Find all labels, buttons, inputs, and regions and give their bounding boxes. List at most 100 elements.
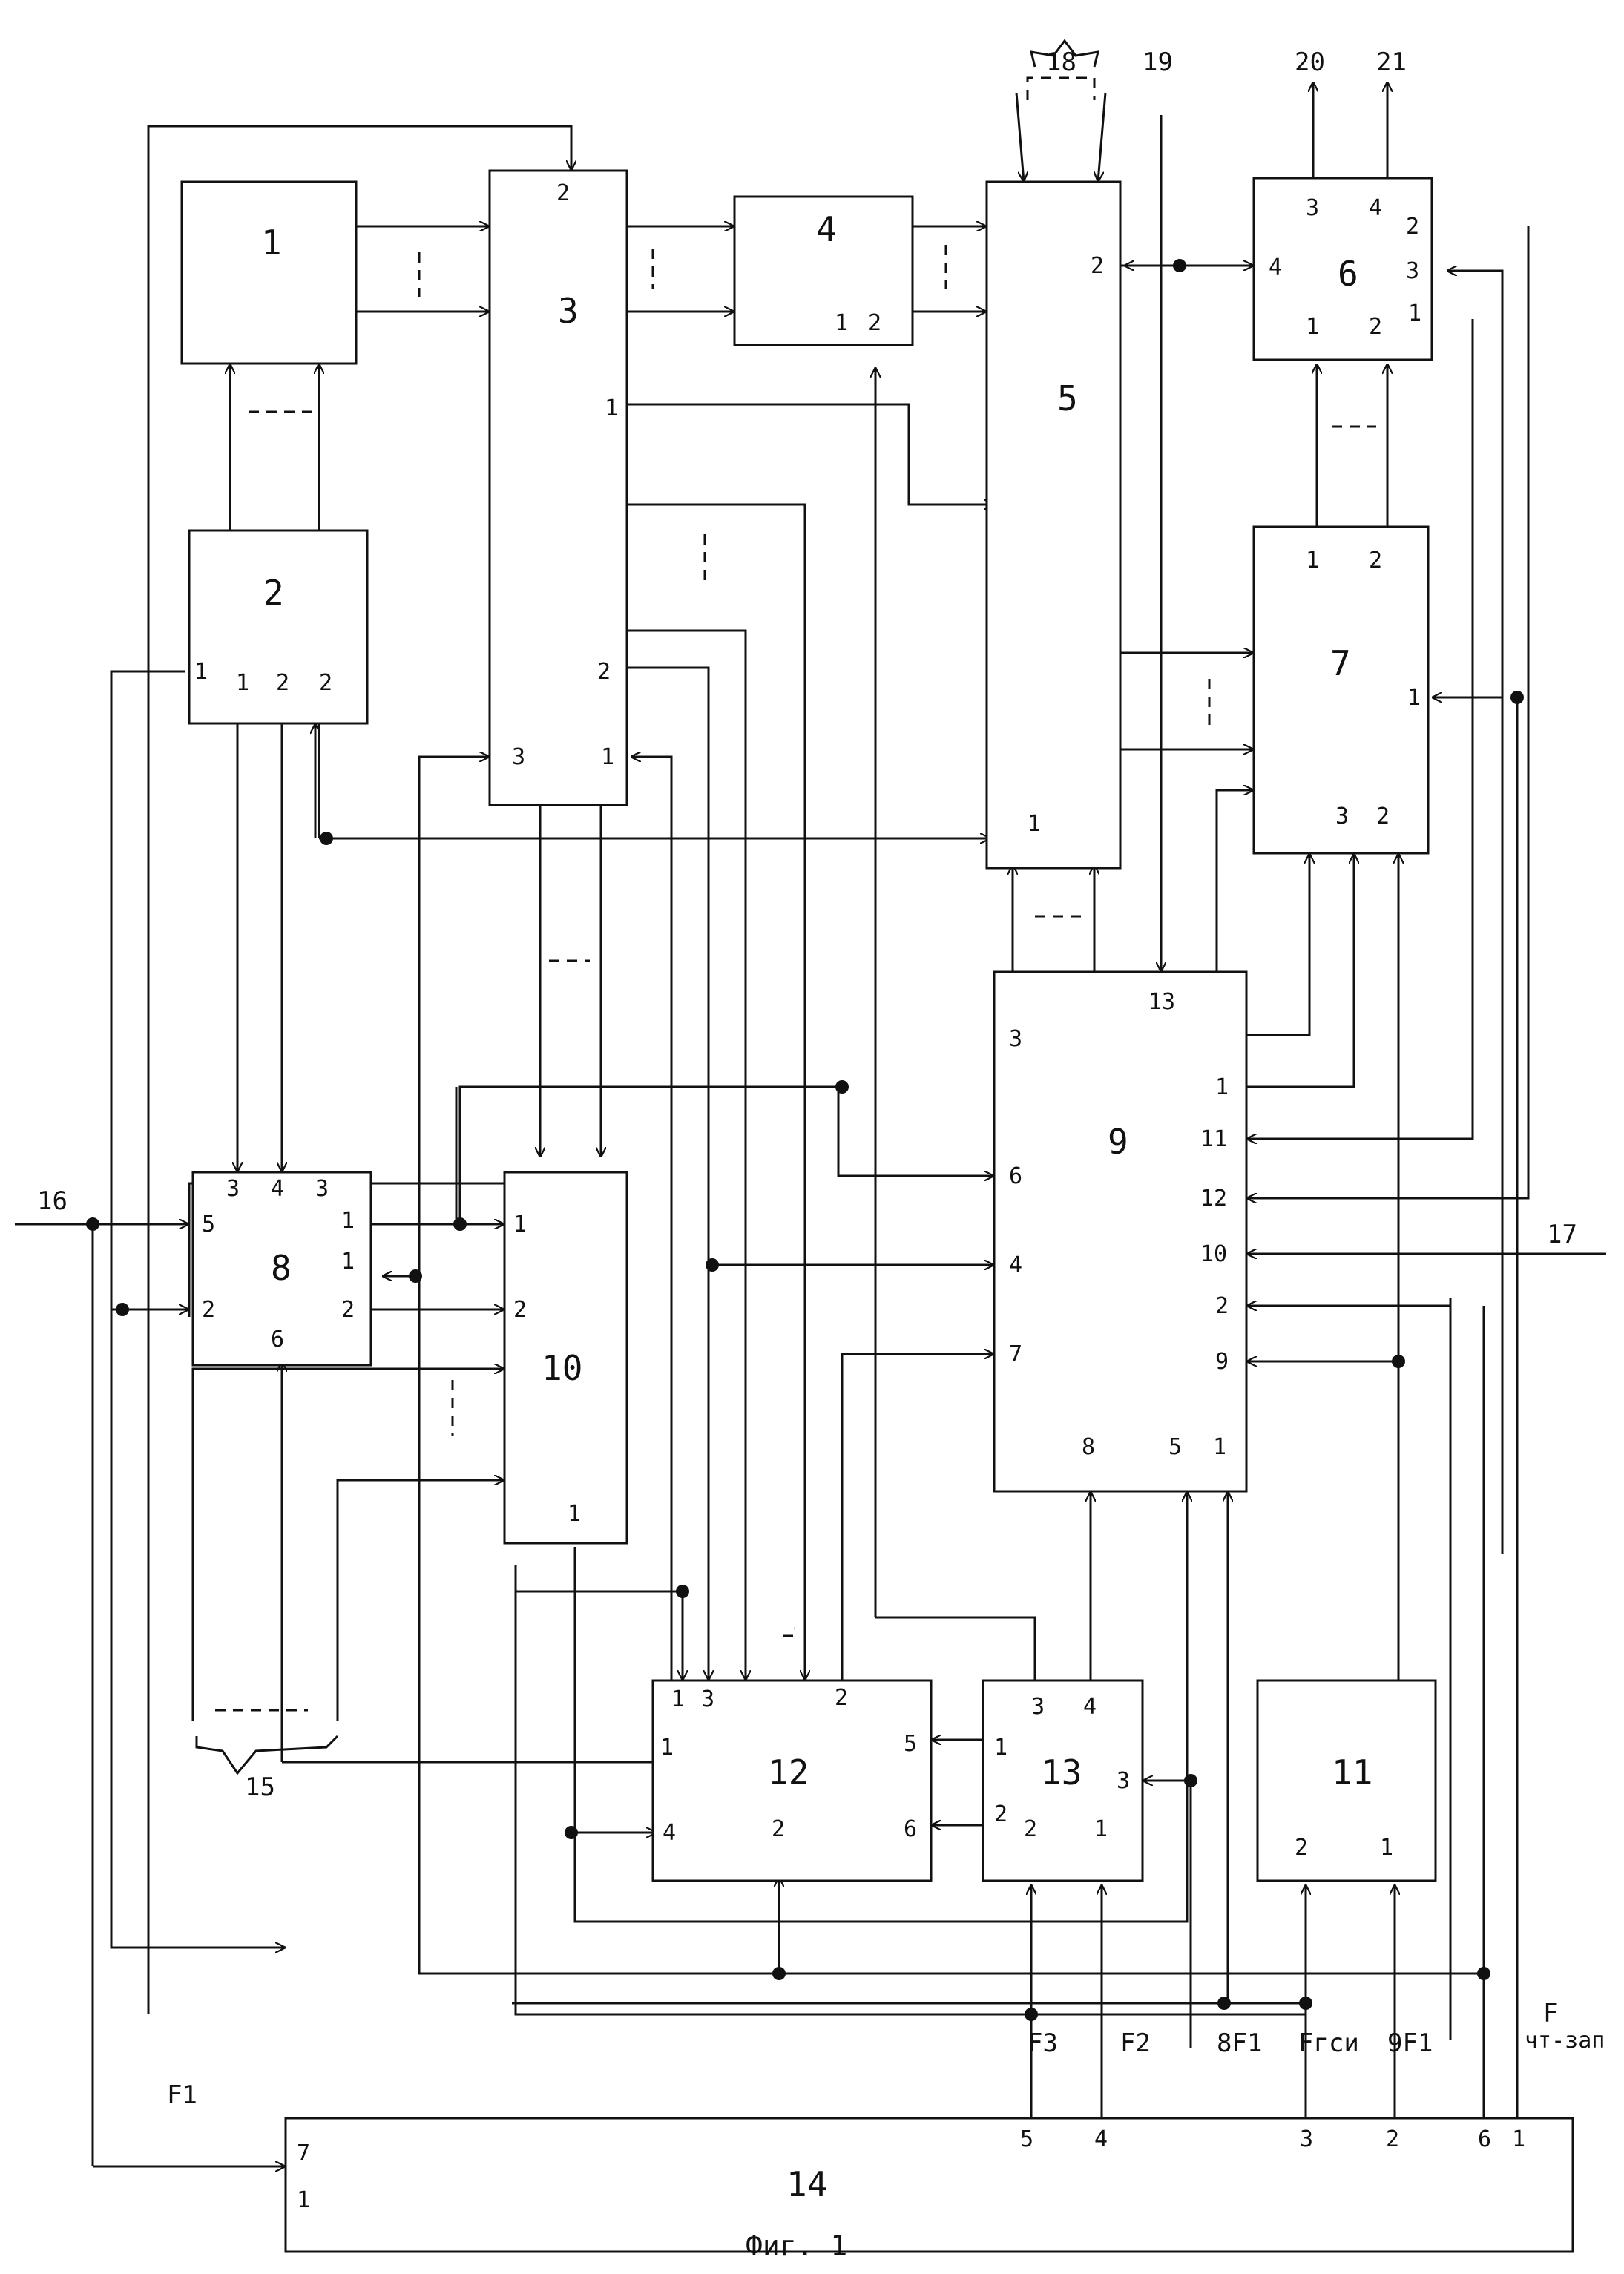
port-label: 3 bbox=[1406, 258, 1419, 284]
port-label: 1 bbox=[513, 1212, 527, 1238]
port-label: 1 bbox=[1094, 1816, 1108, 1842]
port-label: 1 bbox=[341, 1249, 355, 1275]
port-label: 3 bbox=[512, 744, 525, 770]
block-13-label: 13 bbox=[1041, 1752, 1082, 1792]
block-8-label: 8 bbox=[271, 1248, 292, 1288]
terminal-15: 15 bbox=[245, 1772, 275, 1802]
block-1 bbox=[182, 182, 356, 364]
blocks bbox=[182, 171, 1573, 2252]
port-label: 6 bbox=[271, 1327, 284, 1353]
port-label: 2 bbox=[868, 310, 881, 336]
port-label: 2 bbox=[1376, 804, 1390, 829]
port-label: 5 bbox=[904, 1731, 917, 1757]
signal-f3: F3 bbox=[1028, 2028, 1058, 2058]
port-label: 1 bbox=[1407, 685, 1421, 711]
block-9 bbox=[994, 972, 1246, 1491]
signal-8f1: 8F1 bbox=[1217, 2028, 1262, 2058]
port-label: 6 bbox=[1009, 1163, 1022, 1189]
signal-f-rw-sub: чт-зап bbox=[1525, 2028, 1605, 2054]
block-5-label: 5 bbox=[1057, 378, 1078, 418]
block-9-label: 9 bbox=[1108, 1122, 1128, 1162]
port-label: 2 bbox=[1215, 1293, 1229, 1319]
port-label: 3 bbox=[226, 1176, 240, 1202]
port-label: 1 bbox=[236, 670, 249, 696]
port-label: 2 bbox=[1369, 314, 1382, 340]
port-label: 2 bbox=[1024, 1816, 1037, 1842]
port-label: 1 bbox=[994, 1735, 1007, 1761]
block-14 bbox=[286, 2118, 1573, 2252]
block-11-label: 11 bbox=[1332, 1752, 1372, 1792]
port-label: 1 bbox=[1306, 548, 1319, 574]
port-label: 7 bbox=[297, 2140, 310, 2166]
port-label: 2 bbox=[556, 180, 570, 206]
block-3 bbox=[490, 171, 627, 805]
port-label: 1 bbox=[1306, 314, 1319, 340]
port-label: 1 bbox=[194, 659, 208, 685]
port-label: 4 bbox=[1009, 1252, 1022, 1278]
port-label: 1 bbox=[1408, 300, 1421, 326]
port-label: 13 bbox=[1148, 989, 1175, 1015]
terminal-17: 17 bbox=[1547, 1220, 1577, 1249]
port-label: 2 bbox=[835, 1685, 848, 1711]
port-label: 11 bbox=[1200, 1126, 1227, 1152]
port-label: 3 bbox=[1031, 1694, 1045, 1720]
port-label: 2 bbox=[772, 1816, 785, 1842]
port-label: 2 bbox=[994, 1801, 1007, 1827]
port-label: 4 bbox=[1083, 1694, 1097, 1720]
terminal-18: 18 bbox=[1046, 47, 1076, 77]
port-label: 1 bbox=[1215, 1074, 1229, 1100]
port-label: 3 bbox=[1306, 195, 1319, 221]
port-label: 1 bbox=[568, 1501, 581, 1527]
port-label: 1 bbox=[1380, 1835, 1393, 1861]
block-2-label: 2 bbox=[263, 573, 284, 613]
port-label: 4 bbox=[1094, 2126, 1108, 2152]
signal-f2: F2 bbox=[1120, 2028, 1151, 2058]
block-12-label: 12 bbox=[768, 1752, 809, 1792]
port-label: 3 bbox=[1117, 1768, 1130, 1794]
port-label: 2 bbox=[1295, 1835, 1308, 1861]
block-10-label: 10 bbox=[542, 1348, 582, 1388]
terminal-19: 19 bbox=[1143, 47, 1173, 77]
port-label: 3 bbox=[315, 1176, 329, 1202]
terminal-21: 21 bbox=[1376, 47, 1407, 77]
figure-caption: Фиг. 1 bbox=[746, 2229, 847, 2262]
block-6-label: 6 bbox=[1338, 254, 1358, 294]
port-label: 1 bbox=[1213, 1434, 1226, 1460]
port-label: 4 bbox=[663, 1820, 676, 1846]
port-label: 4 bbox=[271, 1176, 284, 1202]
port-label: 7 bbox=[1009, 1341, 1022, 1367]
port-label: 3 bbox=[1009, 1026, 1022, 1052]
port-label: 4 bbox=[1269, 254, 1282, 280]
port-label: 1 bbox=[671, 1686, 685, 1712]
port-label: 2 bbox=[513, 1297, 527, 1323]
signal-f1: F1 bbox=[167, 2080, 197, 2110]
block-7-label: 7 bbox=[1330, 643, 1351, 683]
port-label: 2 bbox=[1369, 548, 1382, 574]
port-label: 12 bbox=[1200, 1186, 1227, 1212]
port-label: 6 bbox=[904, 1816, 917, 1842]
port-label: 10 bbox=[1200, 1241, 1227, 1267]
port-label: 1 bbox=[1028, 811, 1041, 837]
port-label: 6 bbox=[1478, 2126, 1491, 2152]
signal-f-rw: F bbox=[1543, 1999, 1558, 2028]
port-label: 3 bbox=[701, 1686, 714, 1712]
port-label: 1 bbox=[660, 1735, 674, 1761]
port-label: 1 bbox=[601, 744, 614, 770]
block-3-label: 3 bbox=[558, 291, 579, 331]
port-label: 2 bbox=[597, 659, 611, 685]
terminal-20: 20 bbox=[1295, 47, 1325, 77]
terminal-16: 16 bbox=[37, 1186, 68, 1216]
port-label: 2 bbox=[1406, 214, 1419, 240]
port-label: 2 bbox=[1386, 2126, 1399, 2152]
port-label: 4 bbox=[1369, 195, 1382, 221]
signal-9f1: 9F1 bbox=[1387, 2028, 1433, 2058]
signal-fgsi: Fгси bbox=[1298, 2028, 1359, 2058]
port-label: 1 bbox=[1512, 2126, 1525, 2152]
block-5 bbox=[987, 182, 1120, 868]
block-14-label: 14 bbox=[786, 2164, 827, 2204]
port-labels: 1 1 2 2 2 1 2 3 1 1 2 2 1 3 4 4 2 3 1 1 … bbox=[194, 180, 1525, 2213]
port-label: 3 bbox=[1335, 804, 1349, 829]
port-label: 2 bbox=[1091, 253, 1104, 279]
port-label: 2 bbox=[319, 670, 332, 696]
